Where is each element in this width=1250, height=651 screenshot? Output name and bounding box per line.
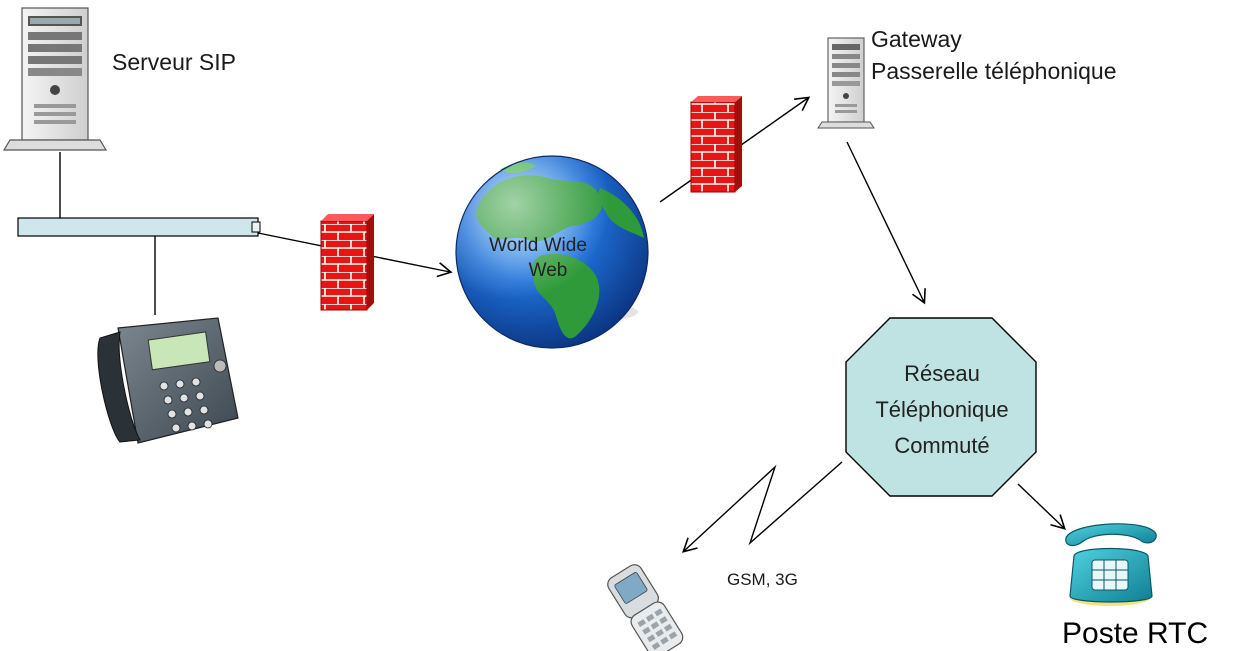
gateway-label-line2: Passerelle téléphonique <box>871 58 1117 84</box>
network-to-rtc-arrow <box>1017 483 1066 530</box>
gateway-label-line1: Gateway <box>871 26 962 52</box>
network-label-line2: Téléphonique <box>875 397 1008 422</box>
gsm-link-zigzag <box>682 461 843 553</box>
pstn-network-node <box>845 317 1037 497</box>
globe-icon <box>455 155 649 349</box>
globe-label-line1: World Wide <box>489 235 587 256</box>
globe-label-line2: Web <box>529 260 568 281</box>
lan-segment <box>17 217 261 237</box>
sip-server-label: Serveur SIP <box>112 49 236 75</box>
firewall-icon <box>690 96 742 193</box>
mobile-phone-icon <box>607 564 684 651</box>
gsm-3g-label: GSM, 3G <box>727 570 798 589</box>
network-label-line3: Commuté <box>894 433 989 458</box>
firewall-icon <box>320 214 374 311</box>
rotary-phone-icon <box>1065 523 1157 606</box>
ip-phone-icon <box>97 317 239 444</box>
network-label-line1: Réseau <box>904 361 980 386</box>
server-icon <box>817 37 875 129</box>
server-icon <box>2 7 108 151</box>
gateway-to-network-arrow <box>846 141 926 305</box>
poste-rtc-label: Poste RTC <box>1062 617 1208 650</box>
